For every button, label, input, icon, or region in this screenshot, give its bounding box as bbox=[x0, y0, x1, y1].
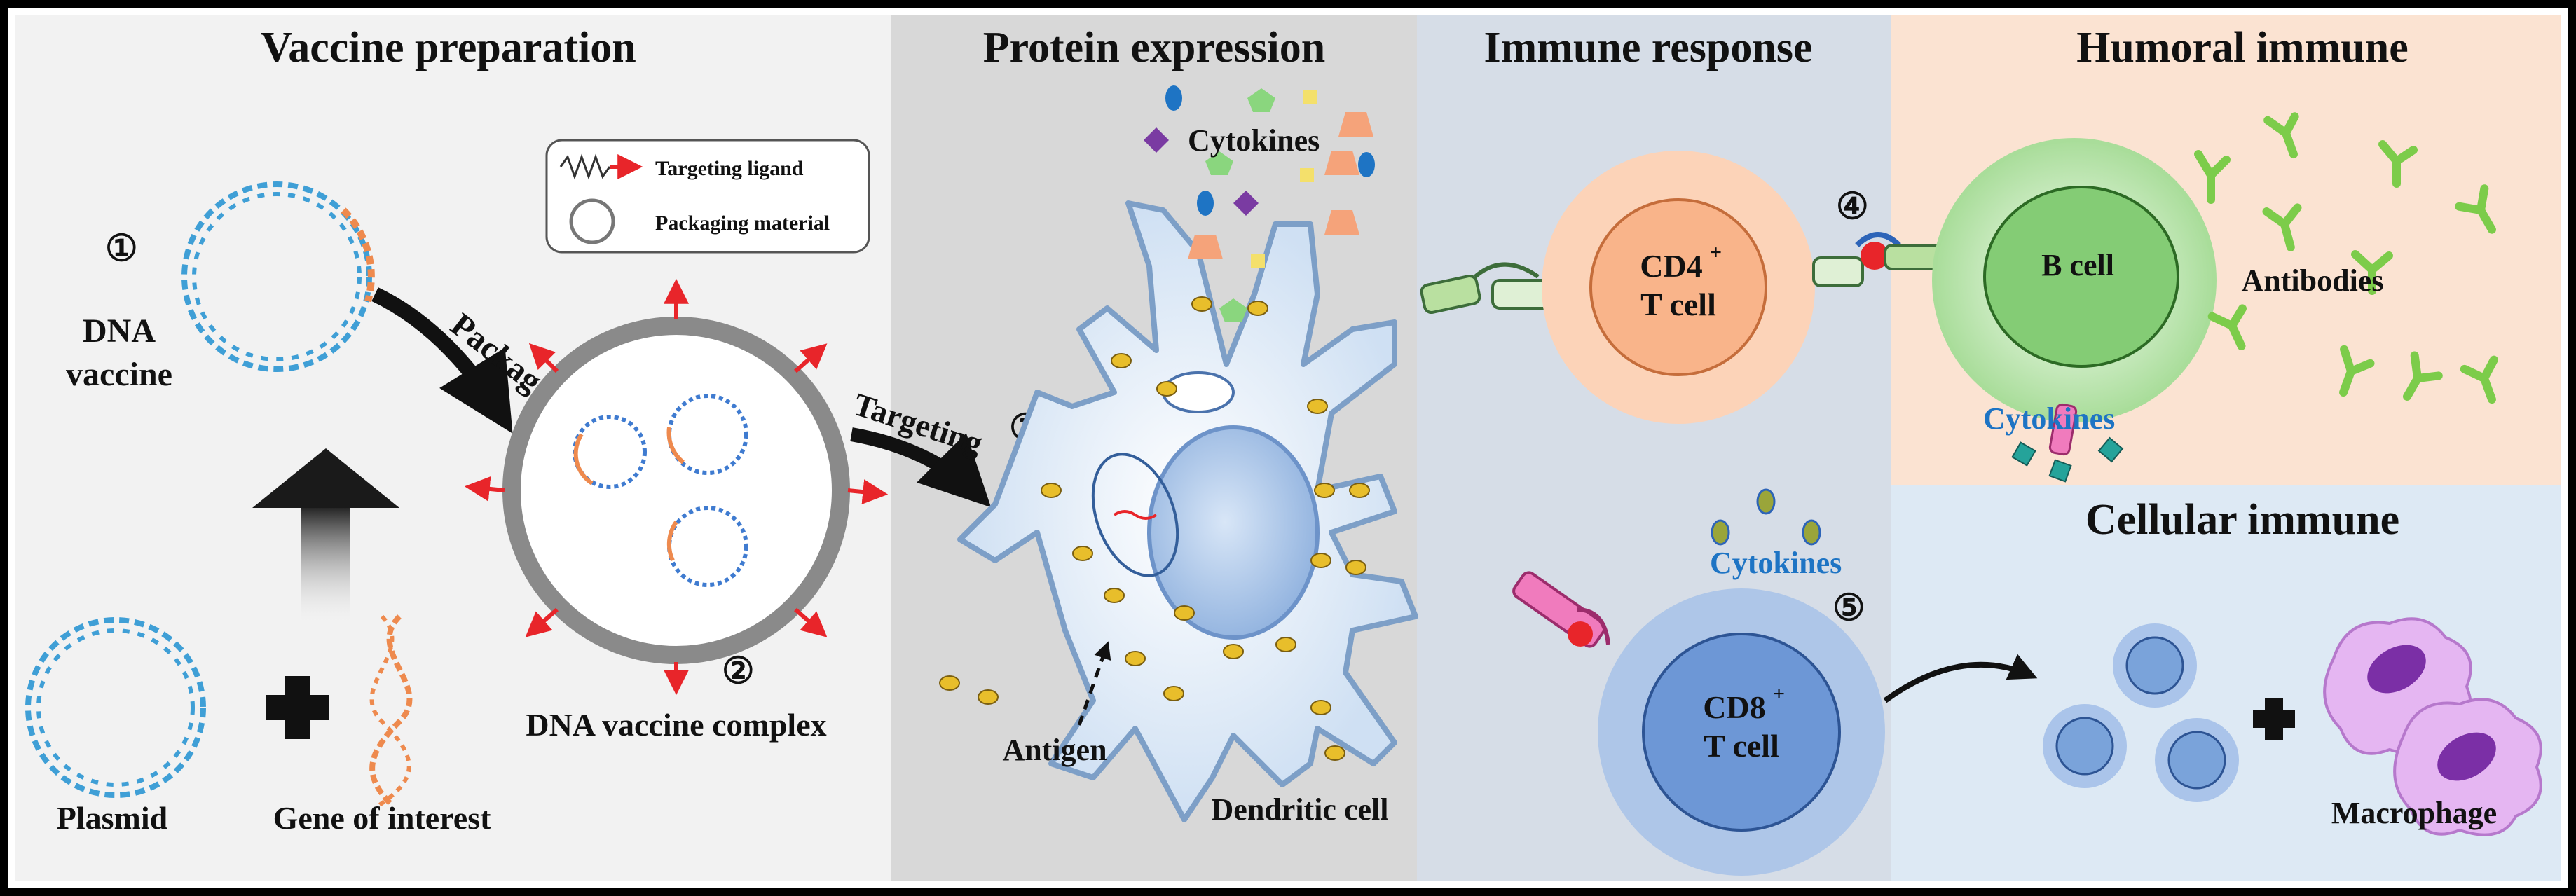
cd8-label: CD8 bbox=[1703, 689, 1765, 725]
cd4-bcell-receptor-icon bbox=[1812, 232, 1943, 287]
antigen-label: Antigen bbox=[1002, 733, 1107, 767]
cd8-t-cell-icon bbox=[1598, 588, 1885, 876]
legend: Targeting ligand Packaging material bbox=[545, 139, 870, 254]
step-marker-2: ② bbox=[722, 652, 755, 691]
plasmid-label: Plasmid bbox=[57, 800, 168, 836]
dna-vaccine-label-1: DNA bbox=[83, 312, 156, 350]
cd8-t-label: T cell bbox=[1704, 728, 1779, 764]
cd8-sup: + bbox=[1773, 682, 1785, 705]
cd4-t-label: T cell bbox=[1640, 287, 1716, 322]
panel-title-protein-expression: Protein expression bbox=[983, 24, 1326, 71]
cytokines-top-label: Cytokines bbox=[1188, 123, 1320, 158]
b-cell-label: B cell bbox=[2041, 248, 2114, 282]
dendritic-cell-icon bbox=[957, 200, 1418, 822]
assembly-up-arrow-icon bbox=[252, 448, 399, 630]
macrophage-label: Macrophage bbox=[2331, 796, 2497, 830]
cytokines-bcell-label: Cytokines bbox=[1983, 401, 2115, 436]
step-marker-1: ① bbox=[105, 229, 138, 269]
panel-title-cellular-immune: Cellular immune bbox=[2085, 496, 2399, 544]
plasmid-icon bbox=[25, 617, 206, 798]
legend-targeting-ligand: Targeting ligand bbox=[655, 157, 804, 180]
antigen-dots bbox=[939, 296, 1370, 761]
cd4-t-cell-icon bbox=[1542, 151, 1815, 424]
cd4-sup: + bbox=[1710, 241, 1722, 264]
b-cell-icon bbox=[1932, 138, 2217, 422]
mhc-cd8-receptor-icon bbox=[1512, 571, 1610, 648]
bcell-receptor-icon bbox=[2048, 403, 2078, 456]
dna-vaccine-complex-label: DNA vaccine complex bbox=[526, 707, 826, 743]
cytokines-cd8-label: Cytokines bbox=[1710, 546, 1842, 580]
plus-icon bbox=[266, 676, 329, 739]
antigen-arrow-icon bbox=[1077, 641, 1111, 726]
cd4-label: CD4 bbox=[1640, 248, 1702, 284]
antibody-icons bbox=[2194, 112, 2498, 404]
targeting-arrow-icon bbox=[850, 427, 992, 508]
plus-icon-cellular bbox=[2253, 698, 2295, 740]
dendritic-cell-label: Dendritic cell bbox=[1212, 792, 1389, 827]
step-marker-5: ⑤ bbox=[1832, 588, 1865, 628]
gene-of-interest-icon bbox=[369, 614, 413, 808]
gene-of-interest-label: Gene of interest bbox=[273, 800, 492, 836]
step-marker-4: ④ bbox=[1836, 187, 1869, 227]
cd8-to-cellular-arrow-icon bbox=[1883, 654, 2038, 703]
macrophage-icon bbox=[2323, 617, 2542, 836]
dna-vaccine-complex-icon bbox=[464, 278, 889, 696]
antibodies-label: Antibodies bbox=[2242, 263, 2384, 298]
panel-title-vaccine-preparation: Vaccine preparation bbox=[261, 24, 636, 71]
cytokine-cluster-bcell bbox=[2011, 436, 2124, 483]
lymphocyte-cluster-icon bbox=[2043, 623, 2239, 802]
legend-packaging-material: Packaging material bbox=[655, 212, 830, 235]
mhc-cd4-receptor-icon bbox=[1420, 262, 1557, 315]
panel-title-immune-response: Immune response bbox=[1484, 24, 1812, 71]
cytokine-cluster-top bbox=[1144, 85, 1375, 322]
dna-plasmid-icon bbox=[181, 181, 375, 372]
dna-vaccine-label-2: vaccine bbox=[66, 356, 172, 393]
panel-title-humoral-immune: Humoral immune bbox=[2076, 24, 2409, 71]
package-arrow-icon bbox=[371, 287, 513, 434]
cytokine-cluster-cd8 bbox=[1711, 488, 1821, 546]
